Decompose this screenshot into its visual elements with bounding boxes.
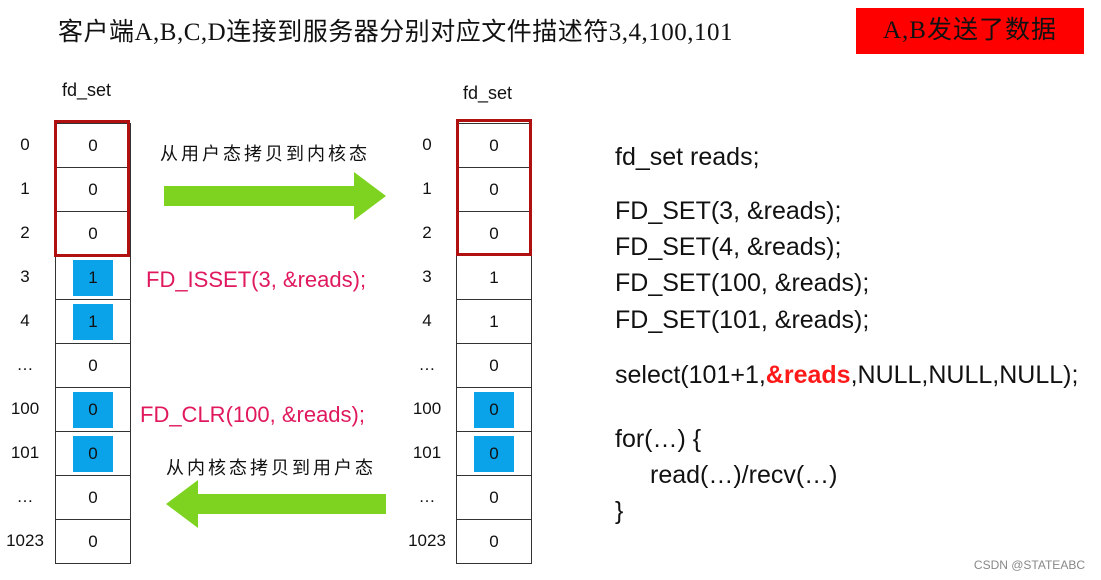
fd-cell: 0 <box>457 476 531 520</box>
select-prefix: select(101+1, <box>615 361 766 389</box>
fd-index-label: 1023 <box>408 531 446 550</box>
fd-cell: 1 <box>56 300 130 344</box>
to-kernel-label: 从用户态拷贝到内核态 <box>160 144 370 165</box>
fd-index-label: 1 <box>422 179 432 198</box>
fd-cell-value: 1 <box>88 311 98 331</box>
select-reads-arg: &reads <box>765 361 851 389</box>
status-badge: A,B发送了数据 <box>856 8 1084 54</box>
fd-index-label: … <box>16 487 34 506</box>
fd-cell: 0 <box>457 388 531 432</box>
fd-index-label: 100 <box>10 399 40 418</box>
fd-index-label: 4 <box>422 311 432 330</box>
right-arrow-icon <box>164 172 386 220</box>
watermark: CSDN @STATEABC <box>973 558 1085 572</box>
left-set-label: fd_set <box>62 80 112 100</box>
fd-index-label: … <box>16 355 34 374</box>
fd-index-label: 1023 <box>6 531 44 550</box>
code-decl: fd_set reads; <box>615 143 760 171</box>
fd-cell-value: 0 <box>88 179 98 199</box>
fd-index-label: 0 <box>20 135 30 154</box>
fd-cell-value: 0 <box>88 487 98 507</box>
fd-cell-value: 1 <box>489 311 499 331</box>
fd-index-label: … <box>418 355 436 374</box>
fd-cell: 0 <box>457 344 531 388</box>
code-fd-set-2: FD_SET(4, &reads); <box>615 233 842 261</box>
fd-cell: 1 <box>457 256 531 300</box>
fd-cell-value: 0 <box>88 223 98 243</box>
left-reserved-box <box>54 120 130 257</box>
fd-index-label: 101 <box>412 443 442 462</box>
fd-cell-value: 0 <box>489 223 499 243</box>
fd-cell-value: 1 <box>489 267 499 287</box>
fd-index-label: 3 <box>422 267 432 286</box>
to-user-label: 从内核态拷贝到用户态 <box>166 458 376 479</box>
right-fd-set-table: 0 0 0 1 1 0 0 0 0 0 <box>456 123 532 564</box>
fd-cell-value: 1 <box>88 267 98 287</box>
fd-cell: 0 <box>457 168 531 212</box>
fd-cell: 0 <box>56 124 130 168</box>
code-for-close: } <box>615 497 624 525</box>
fd-cell-value: 0 <box>88 531 98 551</box>
fd-cell-value: 0 <box>489 531 499 551</box>
fd-cell-value: 0 <box>489 355 499 375</box>
fd-cell-value: 0 <box>88 399 98 419</box>
fd-cell-value: 0 <box>88 355 98 375</box>
fd-cell: 0 <box>56 168 130 212</box>
fd-index-label: 100 <box>412 399 442 418</box>
fd-cell: 1 <box>56 256 130 300</box>
fd-cell-value: 0 <box>88 135 98 155</box>
fd-cell-value: 0 <box>489 179 499 199</box>
fd-cell: 0 <box>56 476 130 520</box>
fd-cell: 0 <box>457 124 531 168</box>
fd-cell: 0 <box>457 520 531 564</box>
code-read: read(…)/recv(…) <box>650 461 838 489</box>
code-fd-set-3: FD_SET(100, &reads); <box>615 269 870 297</box>
fd-index-label: 101 <box>10 443 40 462</box>
diagram-title: 客户端A,B,C,D连接到服务器分别对应文件描述符3,4,100,101 <box>58 19 733 46</box>
fd-index-label: … <box>418 487 436 506</box>
fd-cell: 0 <box>56 344 130 388</box>
fd-cell: 0 <box>457 432 531 476</box>
fd-isset-macro: FD_ISSET(3, &reads); <box>146 267 367 292</box>
fd-cell-value: 0 <box>489 443 499 463</box>
fd-cell-value: 0 <box>489 487 499 507</box>
fd-index-label: 4 <box>20 311 30 330</box>
select-suffix: ,NULL,NULL,NULL); <box>850 361 1079 389</box>
code-fd-set-1: FD_SET(3, &reads); <box>615 197 842 225</box>
code-fd-set-4: FD_SET(101, &reads); <box>615 306 870 334</box>
code-for-open: for(…) { <box>615 425 702 453</box>
fd-index-label: 0 <box>422 135 432 154</box>
fd-cell-value: 0 <box>489 399 499 419</box>
fd-clr-macro: FD_CLR(100, &reads); <box>140 402 365 427</box>
fd-cell: 0 <box>56 520 130 564</box>
fd-index-label: 1 <box>20 179 30 198</box>
right-reserved-box <box>456 119 532 256</box>
left-arrow-icon <box>166 480 386 528</box>
fd-cell: 0 <box>56 432 130 476</box>
fd-cell-value: 0 <box>489 135 499 155</box>
right-set-label: fd_set <box>463 83 513 103</box>
fd-index-label: 2 <box>422 223 432 242</box>
fd-cell: 1 <box>457 300 531 344</box>
code-select: select(101+1,&reads,NULL,NULL,NULL); <box>615 361 1078 390</box>
fd-cell: 0 <box>56 388 130 432</box>
fd-index-label: 3 <box>20 267 30 286</box>
fd-cell-value: 0 <box>88 443 98 463</box>
fd-index-label: 2 <box>20 223 30 242</box>
